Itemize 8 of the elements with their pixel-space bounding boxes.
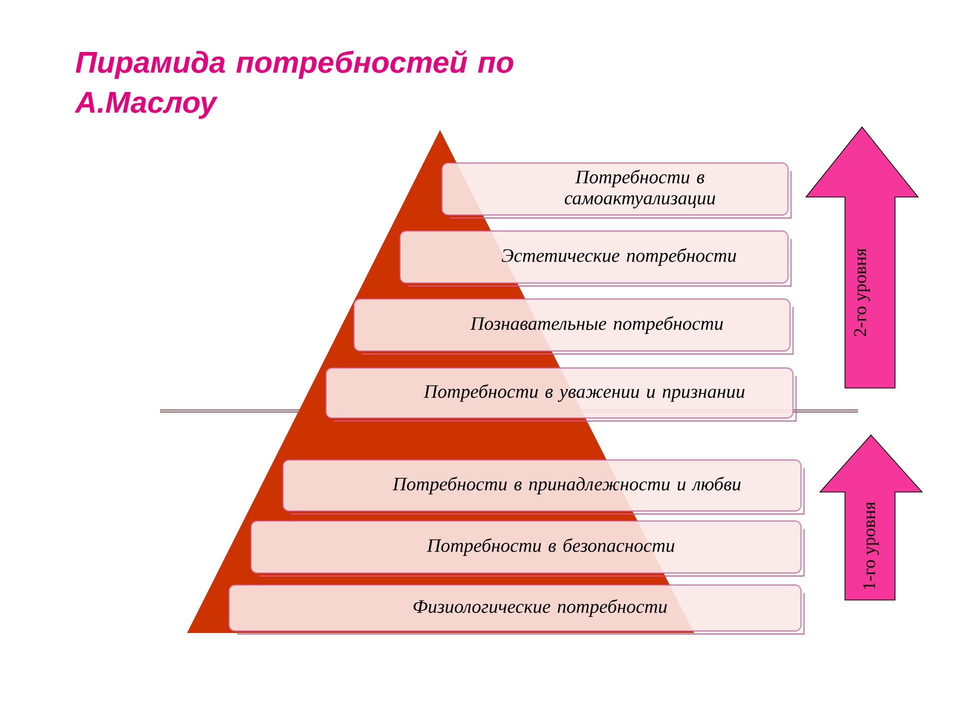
title: Пирамида потребностей по А.Маслоу — [74, 50, 514, 119]
need-box: Потребности в уважении и признании — [326, 368, 796, 422]
need-box: Потребности в безопасности — [250, 520, 804, 576]
need-box: Потребности в принадлежности и любви — [282, 460, 804, 514]
need-box: Эстетические потребности — [400, 230, 792, 286]
need-box: Познавательные потребности — [354, 298, 794, 354]
need-box: Потребности в самоактуализации — [442, 162, 792, 218]
need-box: Физиологические потребности — [228, 584, 804, 634]
